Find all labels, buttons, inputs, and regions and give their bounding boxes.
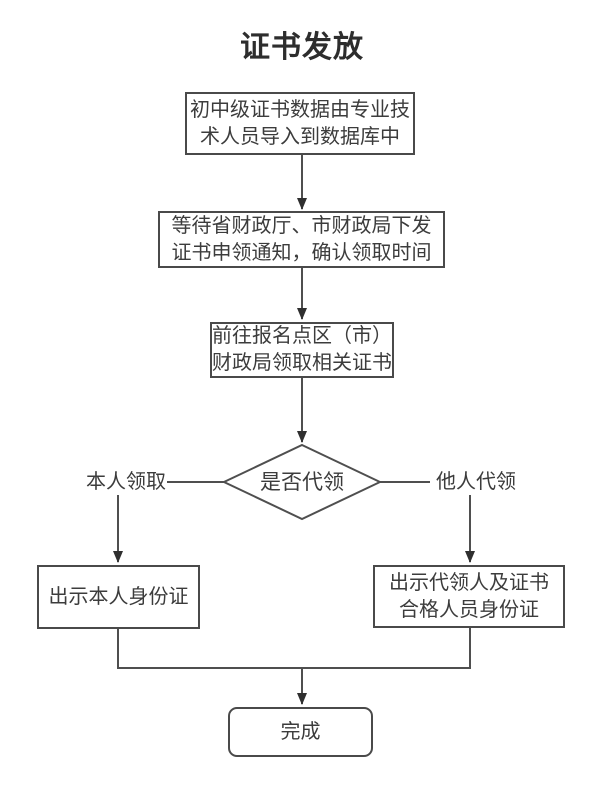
branch-label-self: 本人领取	[85, 470, 167, 495]
result-proxy-id-text: 出示代领人及证书 合格人员身份证	[389, 571, 549, 621]
step-import-data-box: 初中级证书数据由专业技 术人员导入到数据库中	[185, 92, 415, 155]
decision-label: 是否代领	[260, 471, 344, 494]
end-text: 完成	[280, 720, 321, 743]
result-self-id-text: 出示本人身份证	[48, 585, 189, 608]
branch-label-proxy: 他人代领	[430, 470, 522, 495]
step-goto-bureau-text: 前往报名点区（市） 财政局领取相关证书	[212, 325, 392, 374]
page-title: 证书发放	[240, 31, 364, 64]
step-goto-bureau-box: 前往报名点区（市） 财政局领取相关证书	[210, 322, 394, 378]
result-self-id-box: 出示本人身份证	[37, 565, 200, 629]
step-wait-notice-box: 等待省财政厅、市财政局下发 证书申领通知，确认领取时间	[158, 211, 445, 268]
end-box: 完成	[228, 707, 373, 757]
step-wait-notice-text: 等待省财政厅、市财政局下发 证书申领通知，确认领取时间	[171, 214, 432, 264]
result-proxy-id-box: 出示代领人及证书 合格人员身份证	[373, 565, 565, 628]
step-import-data-text: 初中级证书数据由专业技 术人员导入到数据库中	[190, 98, 410, 148]
decision-diamond-shape	[221, 443, 383, 521]
